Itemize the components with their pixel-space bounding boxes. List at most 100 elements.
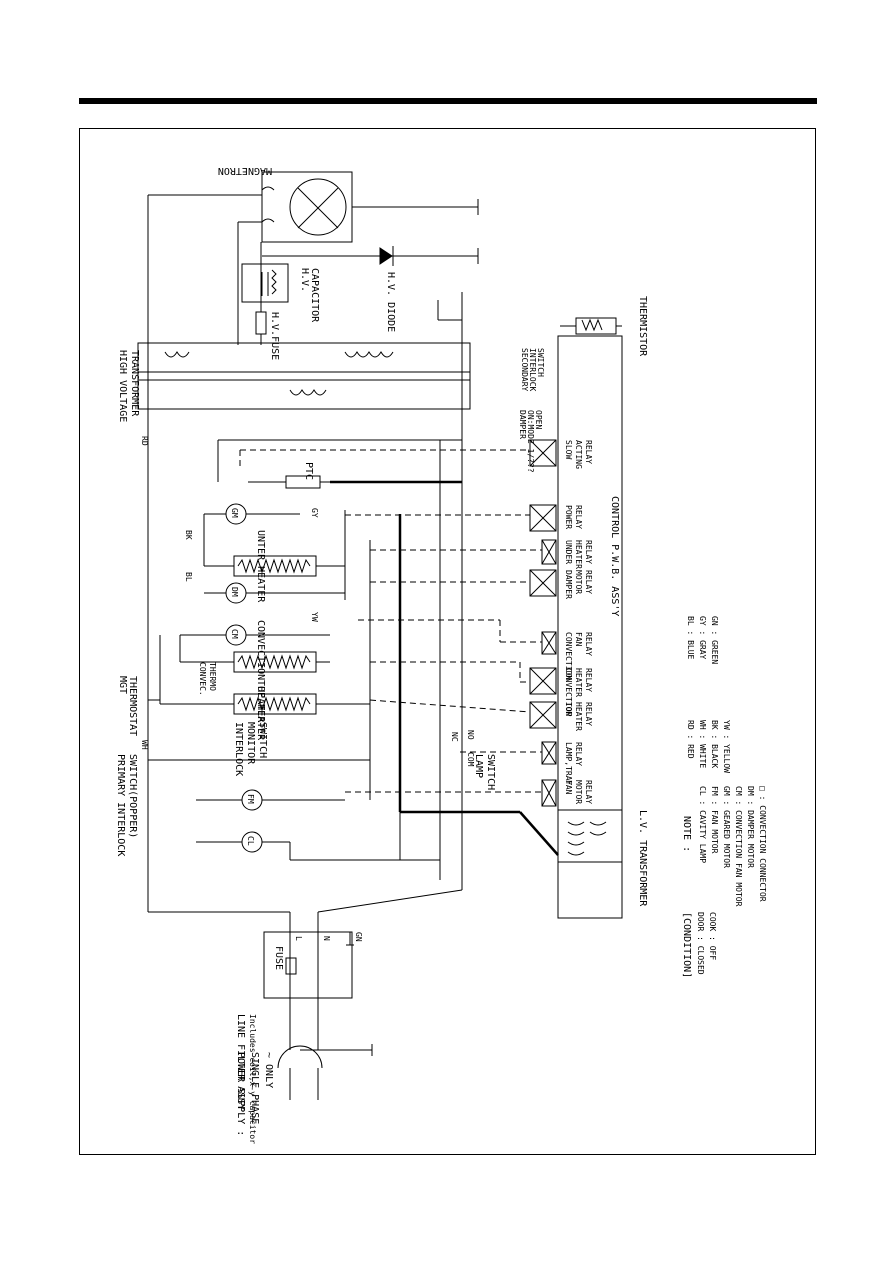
relay-lamp-2: RELAY: [574, 742, 583, 766]
wiring-rows: [148, 513, 440, 861]
primary-interlock-label-2: SWITCH(POPPER): [127, 754, 138, 838]
wire-label-l: L: [294, 936, 303, 941]
hv-transformer-label-1: HIGH VOLTAGE: [117, 350, 128, 422]
color-bl: BL : BLUE: [686, 616, 695, 660]
color-gn: GN : GREEN: [710, 616, 719, 664]
lamp-switch-label-2: SWITCH: [485, 754, 496, 790]
power-supply-label-3: ~ ONLY: [263, 1052, 274, 1088]
color-bk: BK : BLACK: [710, 720, 719, 768]
wire-label-gn: GN: [354, 932, 363, 942]
gm-label: GM: [230, 508, 239, 518]
note-item-dm: DM : DAMPER MOTOR: [746, 786, 755, 868]
relay-slow-3: RELAY: [584, 440, 593, 464]
thermistor-label: THERMISTOR: [637, 296, 648, 357]
note-item-connector: □ : CONVECTION CONNECTOR: [758, 786, 767, 902]
header-rule: [79, 98, 817, 104]
wire-label-wh: WH: [140, 740, 149, 750]
convec-thermo-label-1: CONVEC.: [198, 662, 207, 696]
convection-heater-label: CONVECTION HEATER: [255, 620, 266, 723]
relay-labels: SLOW ACTING RELAY POWER RELAY UNDER HEAT…: [564, 440, 593, 804]
mgt-thermostat-label-2: THERMOSTAT: [127, 676, 138, 736]
line-filter-label-1: LINE FILTER ASSY: [235, 1014, 246, 1110]
relay-damper-1: DAMPER: [564, 570, 573, 599]
power-supply-label-1: POWER SUPPLY :: [235, 1052, 246, 1136]
note-item-gm: GM : GEARED MOTOR: [722, 786, 731, 868]
relay-under-1: UNDER: [564, 540, 573, 564]
secondary-interlock-label-1: SECONDARY: [520, 348, 529, 392]
relay-top-2: HEATER: [574, 702, 583, 731]
relay-slow-1: SLOW: [564, 440, 573, 459]
note-legend: NOTE : CL : CAVITY LAMP FM : FAN MOTOR G…: [681, 616, 767, 978]
convec-thermo-label-2: THERMO: [208, 662, 217, 691]
wire-label-n: N: [322, 936, 331, 941]
motor-labels: GM DM CM FM CL: [230, 508, 255, 846]
interlock-monitor-label-2: MONITOR: [245, 722, 256, 765]
wire-label-nc: NC: [450, 732, 459, 742]
relay-under-2: HEATER: [574, 540, 583, 569]
relay-under-3: RELAY: [584, 540, 593, 564]
power-supply-label-2: SINGLE PHASE: [249, 1052, 260, 1124]
relay-top-3: RELAY: [584, 702, 593, 726]
secondary-interlock-label-2: INTERLOCK: [528, 348, 537, 392]
thermistor: [560, 317, 622, 335]
hv-fuse: [255, 311, 267, 335]
control-pwb: [557, 335, 623, 919]
note-heading: NOTE :: [681, 816, 692, 852]
interlock-monitor-label-3: SWITCH: [257, 722, 268, 758]
wire-label-no: NO: [466, 730, 475, 740]
relay-power-1: POWER: [564, 505, 573, 529]
color-gy: GY : GRAY: [698, 616, 707, 660]
relay-convfan-2: FAN: [574, 632, 583, 647]
condition-cook: COOK : OFF: [708, 912, 717, 960]
relay-fan-3: RELAY: [584, 780, 593, 804]
wire-label-bl: BL: [184, 572, 193, 582]
relay-convheat-3: RELAY: [584, 668, 593, 692]
damper-switch-label-2: ON:MODE 1/???: [526, 410, 535, 473]
cl-label: CL: [246, 836, 255, 846]
wire-labels: RD WH BK BL GY YW GN COM NO NC L N: [140, 436, 475, 942]
heaters: [233, 475, 321, 715]
wire-label-rd: RD: [140, 436, 149, 446]
hv-transformer: [137, 342, 471, 410]
relay-slow-2: ACTING: [574, 440, 583, 469]
color-rd: RD : RED: [686, 720, 695, 759]
note-item-cl: CL : CAVITY LAMP: [698, 786, 707, 863]
magnetron: [261, 171, 479, 243]
line-filter-label-2: Includes coil,x-y capacitor: [248, 1014, 257, 1144]
relay-convheat-1: CONVECTION: [564, 668, 573, 716]
fuse-label: FUSE: [273, 946, 284, 970]
wire-label-com: COM: [466, 752, 475, 767]
relay-fan-1: FAN: [564, 780, 573, 795]
relay-coupling-lines: [239, 449, 542, 793]
primary-interlock-label-1: PRIMARY INTERLOCK: [115, 754, 126, 856]
relay-lamp-1: LAMP,TRAY: [564, 742, 573, 786]
hv-diode: [262, 246, 479, 266]
relay-fan-2: MOTOR: [574, 780, 583, 804]
relay-damper-3: RELAY: [584, 570, 593, 594]
relay-damper-2: MOTOR: [574, 570, 583, 594]
hv-capacitor-label-1: H.V.: [299, 268, 310, 292]
hv-diode-label: H.V. DIODE: [385, 272, 396, 332]
secondary-interlock-label-3: SWITCH: [536, 348, 545, 377]
lamp-switch-label-1: LAMP: [473, 754, 484, 778]
dm-label: DM: [230, 587, 239, 597]
hv-transformer-label-2: TRANSFORMER: [129, 350, 140, 417]
lv-transformer-label: L.V. TRANSFORMER: [637, 810, 648, 907]
condition-heading: [CONDITION]: [681, 912, 692, 978]
diagram-frame: [79, 128, 816, 1155]
cm-label: CM: [230, 629, 239, 639]
relay-boxes: [529, 439, 557, 807]
top-heater-label: TOP HEATER: [255, 680, 266, 741]
power-plug: [277, 1044, 373, 1100]
note-item-cm: CM : CONVECTION FAN MOTOR: [734, 786, 743, 907]
hv-fuse-label: H.V.FUSE: [269, 312, 280, 360]
fm-label: FM: [246, 794, 255, 804]
damper-switch-label-1: DAMPER: [518, 410, 527, 439]
under-heater-label: UNTER HEATER: [255, 530, 266, 603]
line-filter: [263, 889, 463, 1050]
mgt-thermostat-label-1: MGT: [117, 676, 128, 694]
damper-switch-label-3: OPEN: [534, 410, 543, 429]
relay-power-2: RELAY: [574, 505, 583, 529]
relay-convfan-1: CONVECTION: [564, 632, 573, 680]
